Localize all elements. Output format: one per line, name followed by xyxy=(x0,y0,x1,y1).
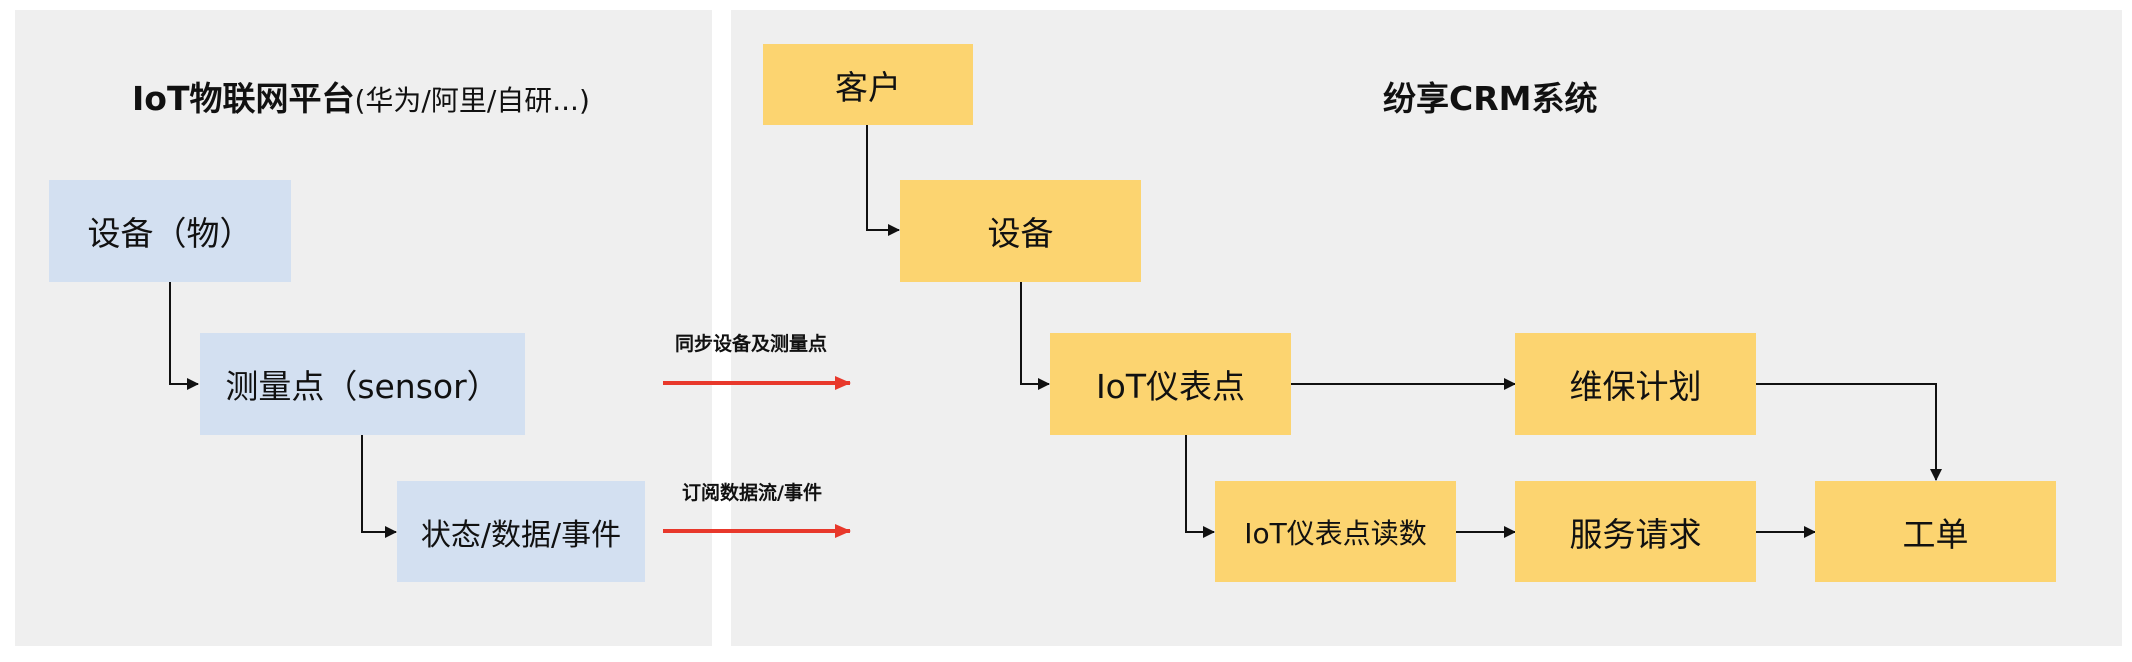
node-device-thing: 设备（物） xyxy=(49,180,291,282)
connector-device-to-meter xyxy=(1020,282,1050,390)
crm-system-title: 纷享CRM系统 xyxy=(1383,79,1598,118)
node-work-order: 工单 xyxy=(1815,481,2056,582)
node-maintenance-plan: 维保计划 xyxy=(1515,333,1756,435)
connector-device-to-sensor xyxy=(169,282,199,390)
connector-customer-to-device xyxy=(866,125,900,236)
subscribe-flow-label: 订阅数据流/事件 xyxy=(682,482,822,504)
connector-maintenance-to-workorder xyxy=(1756,383,1942,481)
node-customer: 客户 xyxy=(763,44,973,125)
connector-meter-to-reading xyxy=(1185,435,1215,538)
iot-platform-title-sub: (华为/阿里/自研...) xyxy=(354,84,590,117)
sync-flow-label: 同步设备及测量点 xyxy=(675,333,828,355)
node-iot-meter-point: IoT仪表点 xyxy=(1050,333,1291,435)
iot-platform-title: IoT物联网平台(华为/阿里/自研...) xyxy=(132,72,590,120)
connector-sensor-to-status xyxy=(361,435,397,538)
node-status-data-events: 状态/数据/事件 xyxy=(397,481,645,582)
node-sensor: 测量点（sensor） xyxy=(200,333,525,435)
node-device: 设备 xyxy=(900,180,1141,282)
iot-platform-title-main: IoT物联网平台 xyxy=(132,79,355,118)
node-service-request: 服务请求 xyxy=(1515,481,1756,582)
node-meter-reading: IoT仪表点读数 xyxy=(1215,481,1456,582)
